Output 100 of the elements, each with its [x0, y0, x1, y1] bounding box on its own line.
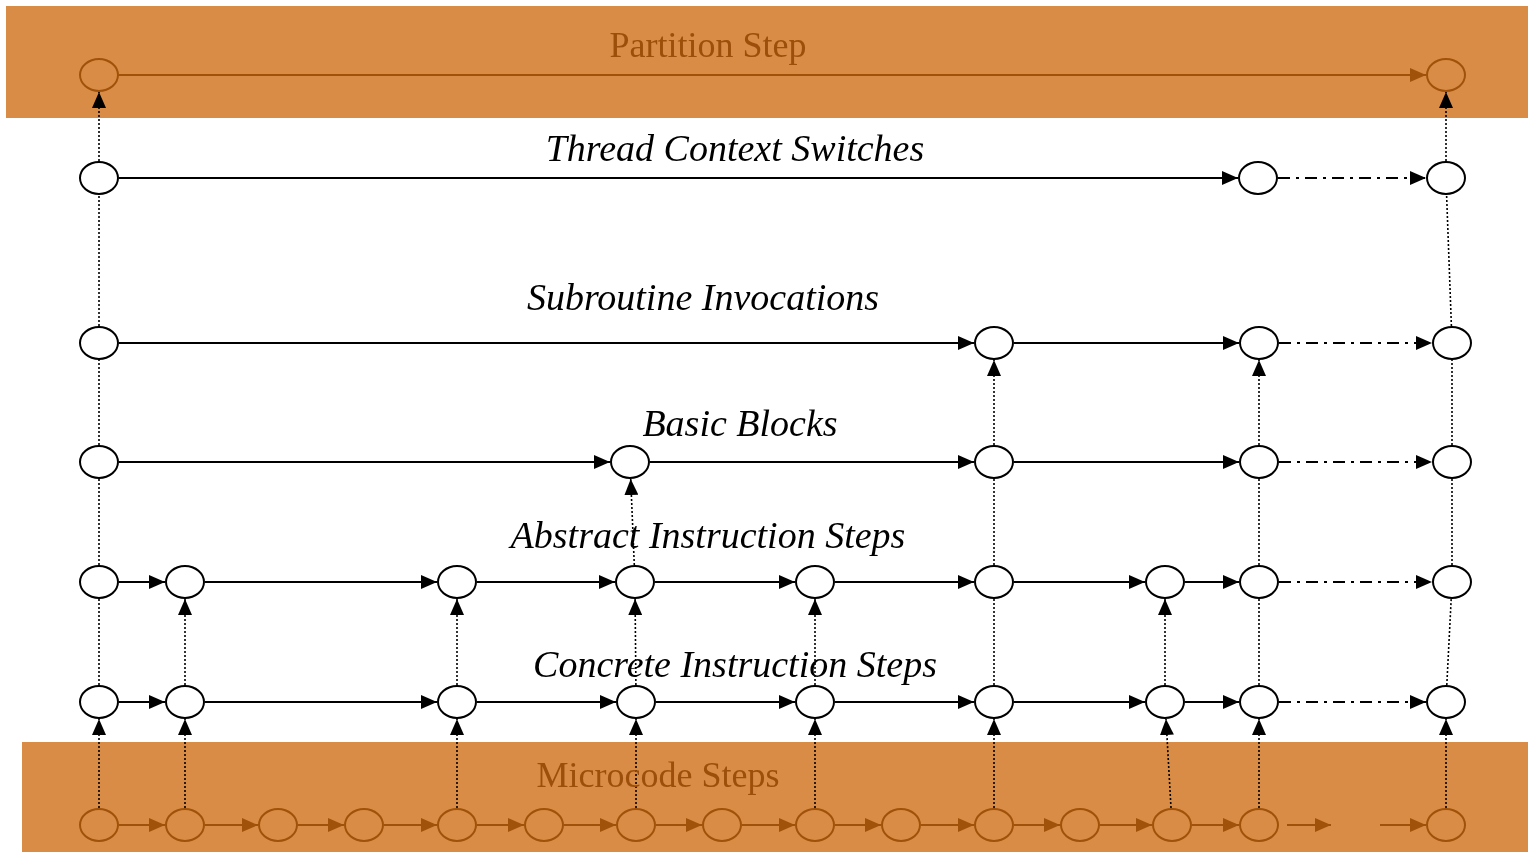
step-circle [1239, 326, 1279, 360]
arrow [834, 695, 975, 709]
arrow [1278, 455, 1433, 469]
step-circle [1238, 161, 1278, 195]
step-circle [79, 58, 119, 92]
step-circle [1239, 808, 1279, 842]
arrow [476, 818, 525, 832]
step-circle [437, 565, 477, 599]
step-circle [165, 808, 205, 842]
dotted-line [1258, 478, 1260, 566]
step-circle [79, 161, 119, 195]
step-circle [881, 808, 921, 842]
dotted-line [1258, 598, 1260, 686]
level-band [6, 6, 1528, 118]
step-circle [1239, 565, 1279, 599]
step-circle [165, 565, 205, 599]
arrow [476, 575, 616, 589]
step-circle [616, 808, 656, 842]
dotted-arrow [987, 359, 1001, 446]
arrow [920, 818, 975, 832]
dotted-line [98, 194, 100, 327]
step-circle [79, 685, 119, 719]
arrow [118, 455, 611, 469]
dotted-line [98, 359, 100, 446]
dotted-arrow [808, 718, 822, 809]
level-label: Abstract Instruction Steps [510, 513, 906, 557]
arrow [1013, 575, 1146, 589]
dotted-line [98, 598, 100, 686]
step-circle [615, 565, 655, 599]
arrow [1184, 575, 1240, 589]
arrow [655, 818, 703, 832]
arrow [1278, 336, 1433, 350]
step-circle [795, 685, 835, 719]
arrow [204, 818, 259, 832]
level-label: Concrete Instruction Steps [533, 642, 937, 686]
step-circle [795, 565, 835, 599]
arrow [118, 818, 166, 832]
arrow [741, 818, 796, 832]
step-circle [610, 445, 650, 479]
step-circle [1145, 685, 1185, 719]
dotted-arrow [628, 598, 643, 686]
arrow [649, 455, 975, 469]
step-circle [1432, 445, 1472, 479]
step-circle [165, 685, 205, 719]
step-circle [1239, 445, 1279, 479]
arrow [297, 818, 345, 832]
level-label: Subroutine Invocations [526, 275, 880, 319]
step-circle [702, 808, 742, 842]
arrow [834, 575, 975, 589]
dotted-line [1451, 478, 1453, 566]
step-circle [344, 808, 384, 842]
dotted-line [1445, 194, 1453, 327]
arrow [1013, 455, 1240, 469]
step-circle [974, 445, 1014, 479]
step-circle [974, 565, 1014, 599]
arrow [383, 818, 438, 832]
arrow [476, 695, 617, 709]
arrow [1013, 336, 1240, 350]
step-circle [1432, 326, 1472, 360]
step-circle [79, 565, 119, 599]
dotted-arrow [624, 478, 639, 566]
step-circle [974, 685, 1014, 719]
step-circle [974, 808, 1014, 842]
step-circle [1426, 685, 1466, 719]
arrow [118, 171, 1239, 185]
arrow [834, 818, 882, 832]
level-label: Thread Context Switches [545, 126, 925, 170]
dotted-arrow [178, 718, 192, 809]
arrow [118, 575, 166, 589]
arrow [654, 575, 796, 589]
arrow [1013, 695, 1146, 709]
step-circle [1060, 808, 1100, 842]
step-circle [1145, 565, 1185, 599]
dotted-arrow [1159, 718, 1174, 809]
arrow [1099, 818, 1153, 832]
arrow [1277, 171, 1427, 185]
dotted-line [1451, 359, 1453, 446]
step-circle [1426, 808, 1466, 842]
arrow [118, 695, 166, 709]
dotted-arrow [629, 718, 643, 809]
level-label: Basic Blocks [642, 401, 838, 445]
dotted-arrow [92, 91, 106, 162]
dotted-arrow [1439, 718, 1453, 809]
dotted-line [993, 478, 995, 566]
step-circle [1152, 808, 1192, 842]
step-circle [1432, 565, 1472, 599]
dotted-arrow [1252, 359, 1266, 446]
band-title: Microcode Steps [536, 754, 780, 796]
arrow [655, 695, 796, 709]
step-circle [524, 808, 564, 842]
step-circle [258, 808, 298, 842]
step-circle [1239, 685, 1279, 719]
dotted-line [1446, 598, 1452, 686]
arrow [1278, 575, 1433, 589]
step-circle [437, 685, 477, 719]
dotted-arrow [1439, 91, 1453, 162]
arrow [204, 695, 438, 709]
arrow [1013, 818, 1061, 832]
arrow [118, 68, 1427, 82]
dotted-line [98, 478, 100, 566]
